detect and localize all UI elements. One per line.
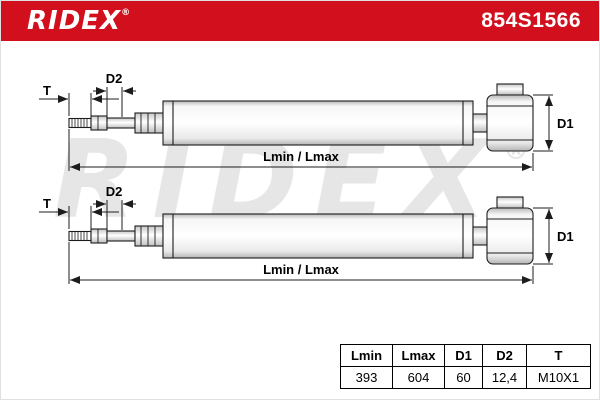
- registered-mark-icon: ®: [121, 8, 131, 18]
- header-bar: RIDEX® 854S1566: [1, 1, 599, 41]
- rod-guide: [134, 112, 164, 134]
- dimension-labels: T D2 D1 Lmin / Lmax: [43, 71, 574, 164]
- dimension-lines: [39, 87, 553, 171]
- brand-name: RIDEX: [27, 6, 122, 36]
- piston-rod: [106, 117, 136, 129]
- spec-col-d1: D1: [444, 344, 483, 367]
- spec-header-row: Lmin Lmax D1 D2 T: [340, 344, 591, 367]
- eye-extension-lines: [533, 94, 553, 152]
- spec-value-d2: 12,4: [482, 366, 527, 389]
- rod-guide-lines: [140, 113, 156, 133]
- eye-top-cap: [496, 83, 524, 96]
- cylinder-body: [162, 100, 474, 146]
- length-extension-lines: [68, 129, 534, 171]
- thread-hatch: [71, 118, 88, 128]
- body-diameter-label: D1: [557, 116, 574, 131]
- cylinder-end-caps: [172, 101, 464, 145]
- spec-col-t: T: [526, 344, 591, 367]
- part-number: 854S1566: [481, 9, 581, 32]
- shock-absorber-drawing-1: T D2 D1 Lmin / Lmax: [39, 71, 574, 171]
- spec-table: Lmin Lmax D1 D2 T 393 604 60 12,4 M10X1: [340, 344, 591, 389]
- rod-extension-lines: [106, 87, 123, 117]
- length-range-label: Lmin / Lmax: [263, 149, 340, 164]
- eye-neck: [472, 113, 488, 133]
- spec-value-lmin: 393: [340, 366, 393, 389]
- thread-label: T: [43, 83, 51, 98]
- eye-mount: [486, 94, 534, 152]
- rod-collar: [90, 115, 108, 131]
- technical-drawing: T D2 D1 Lmin / Lmax: [1, 71, 600, 341]
- eye-bushing-lines: [487, 105, 533, 141]
- rod-diameter-label: D2: [106, 71, 123, 86]
- brand-logo: RIDEX®: [27, 8, 130, 34]
- spec-col-d2: D2: [482, 344, 527, 367]
- spec-value-lmax: 604: [392, 366, 445, 389]
- thread-extension-lines: [68, 93, 92, 116]
- spec-col-lmax: Lmax: [392, 344, 445, 367]
- absorber-body-shapes: [68, 83, 534, 152]
- spec-value-d1: 60: [444, 366, 483, 389]
- spec-value-t: M10X1: [526, 366, 591, 389]
- shock-absorber-drawing-2: [39, 184, 574, 284]
- spec-col-lmin: Lmin: [340, 344, 393, 367]
- spec-value-row: 393 604 60 12,4 M10X1: [340, 366, 591, 389]
